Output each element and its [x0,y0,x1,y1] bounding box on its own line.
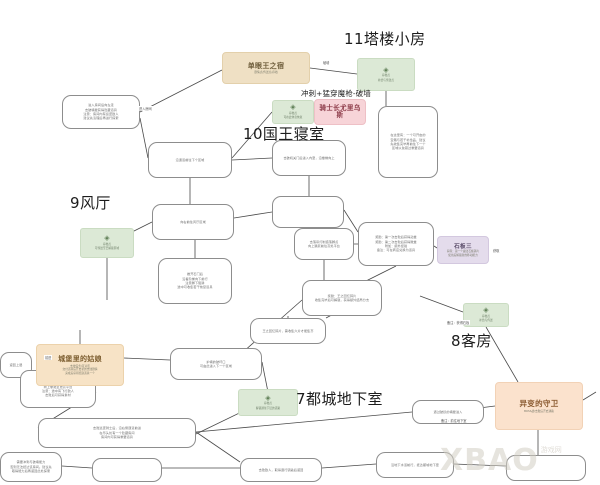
section-heading: 7都城地下室 [296,390,383,408]
note-node: 击败巡逻骑士后，沿右侧通道前进在尽头处有一个隐藏房间房间内可获得重要道具 [38,418,196,448]
savepoint-label-2: 补给与传送点 [377,77,395,82]
note-node [272,196,344,228]
note-node: 护墙的破坏口可由此进入下一个区域 [170,348,262,380]
note-node-text: 王之回忆碎片，需收集六片才能集齐 [262,328,314,333]
note-node-text: 需要冲刺与破墙能力否则无法抵达该房间。建议先取得能力后再返回此处探索 [10,460,52,474]
note-node: 击破机关门后进入内室，沿楼梯向上 [272,140,346,176]
savepoint-label-2: 可传送至已解锁区域 [94,246,120,250]
note-node-text: 击破机关门后进入内室，沿楼梯向上 [283,155,335,160]
highlight-box: 单眼王之宿剧情点/传送点/存档 [222,52,310,84]
note-node: 奖励：王之回忆碎片收集完毕后可解锁，获得额外结局分支 [302,280,382,316]
edge-label: 前进 [44,355,53,360]
section-heading: 11塔楼小房 [344,30,426,48]
edge-label: 备注：前往地下室 [440,418,468,423]
savepoint-label-1: 存档点 [288,110,298,115]
savepoint-marker: ◈存档点解锁通往下层的道路 [238,389,298,416]
note-node: 向右前往风厅区域 [152,204,234,240]
highlight-box-title: 城堡里的姑娘 [58,355,102,364]
note-node: 奖励：第一次击败后获得勋章奖励：第二次击败后获得徽章附加：额外经验备注：可在商店… [358,222,434,266]
note-node [92,458,162,482]
highlight-box-title: 石板三 [454,243,472,250]
highlight-box: 骑士长尤里乌斯 [314,99,366,125]
note-node-text: 击败巡逻骑士后，沿右侧通道前进在尽头处有一个隐藏房间房间内可获得重要道具 [93,426,141,440]
highlight-box-title: 单眼王之宿 [247,61,285,70]
highlight-box-subtext: 剧情点/传送点/存档 [254,70,278,75]
savepoint-marker: ◈存档点可传送至已解锁区域 [80,228,134,258]
note-node: 在这里有：一个可开启的宝箱与若干补给品，建议先收集完毕再前往下一个区域以免错过重… [378,106,438,178]
savepoint-label-1: 存档点 [381,73,391,78]
highlight-box-subtext: 支线任务/可对话交付道具后开启新的支线剧情完成后获得奖励道具一个 [62,363,98,376]
note-node-text: 护墙的破坏口可由此进入下一个区域 [200,359,232,368]
edge-label: 冲刺+猛穿魔枪-破墙 [301,89,371,98]
note-node: 需要冲刺与破墙能力否则无法抵达该房间。建议先取得能力后再返回此处探索 [0,452,62,482]
note-node-text: 在这里有：一个可开启的宝箱与若干补给品，建议先收集完毕再前往下一个区域以免错过重… [390,133,426,151]
diamond-icon: ◈ [104,234,110,243]
section-heading: 8客房 [451,332,492,350]
highlight-box: 石板三获得：第一个魔法石板碎片使用后解锁新的移动能力 [437,236,489,264]
highlight-box-title: 异变的守卫 [519,399,559,409]
note-node-text: 向右前往风厅区域 [180,219,206,224]
note-node-text: 推开石门后沿着阶梯向下前行注意脚下陷阱途中可收集若干恢复道具 [177,272,213,290]
highlight-box-subtext: BOSS战/击败后开启通路 [524,408,554,413]
diamond-icon: ◈ [383,65,389,74]
note-node-text: 沿通道前往下个区域 [175,157,205,162]
savepoint-label-1: 存档点 [102,241,112,246]
note-node: 进入房间后向左走击破墙壁获得隐藏道具注意：房间内有巡逻敌人建议先清理后再进行探索 [62,95,140,129]
highlight-box-title: 骑士长尤里乌斯 [319,103,361,119]
note-node-text: 通过破损的墙壁进入 [433,409,463,414]
savepoint-marker: ◈存档点可在此休息恢复 [272,100,314,124]
edge-label: 进入房间 [138,106,153,111]
note-node: 沿通道前往下个区域 [148,142,232,178]
note-node [506,455,586,481]
diamond-icon: ◈ [265,393,271,402]
note-node-text: 沿地下水道前行，抵达都城地下室 [391,462,439,467]
note-node-text: 奖励：王之回忆碎片收集完毕后可解锁，获得额外结局分支 [314,293,370,302]
highlight-box-subtext: 获得：第一个魔法石板碎片使用后解锁新的移动能力 [446,249,480,258]
note-node-text: 返回上层 [9,362,23,367]
savepoint-label-2: 解锁通往下层的道路 [255,405,281,410]
watermark-subtext: 游戏网 [540,446,562,454]
note-node-text: 奖励：第一次击败后获得勋章奖励：第二次击败后获得徽章附加：额外经验备注：可在商店… [375,235,417,253]
note-node-text: 击败敌人，取得通行钥匙后返回 [258,467,304,472]
note-node: 王之回忆碎片，需收集六片才能集齐 [250,318,326,344]
savepoint-label-1: 存档点 [481,313,491,318]
note-node-text: 击落吊灯制造落脚点向上跳跃前往高处平台 [308,239,340,248]
edge-label: 备注：获得石板 [446,320,471,325]
diamond-icon: ◈ [483,306,489,315]
savepoint-label-2: 可在此休息恢复 [283,115,303,119]
savepoint-marker: ◈存档点补给与传送 [463,303,509,327]
savepoint-marker: ◈存档点补给与传送点 [357,58,415,91]
note-node-text: 进入房间后向左走击破墙壁获得隐藏道具注意：房间内有巡逻敌人建议先清理后再进行探索 [83,103,119,121]
savepoint-label-2: 补给与传送 [479,318,493,322]
note-node: 沿地下水道前行，抵达都城地下室 [376,452,454,478]
note-node: 推开石门后沿着阶梯向下前行注意脚下陷阱途中可收集若干恢复道具 [158,258,232,304]
note-node: 击败敌人，取得通行钥匙后返回 [240,458,322,482]
savepoint-label-1: 存档点 [263,401,273,406]
edge-label: 获取 [492,248,501,253]
section-heading: 10国王寝室 [243,125,325,143]
note-node: 击落吊灯制造落脚点向上跳跃前往高处平台 [294,228,354,260]
edge-label: 破墙 [322,60,331,65]
section-heading: 9风厅 [70,194,111,212]
highlight-box: 城堡里的姑娘支线任务/可对话交付道具后开启新的支线剧情完成后获得奖励道具一个 [36,344,124,386]
diamond-icon: ◈ [290,103,296,112]
